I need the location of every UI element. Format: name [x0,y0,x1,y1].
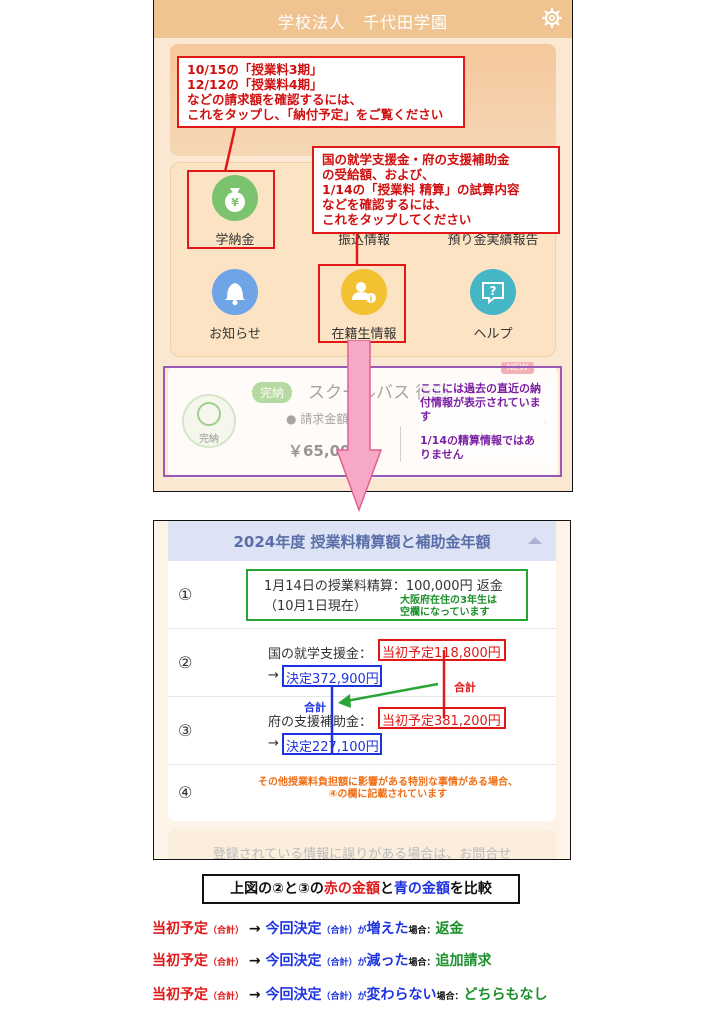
highlight-student-info-menu [318,264,406,343]
menu-item-news[interactable]: お知らせ [187,269,283,342]
menu-item-label: ヘルプ [473,327,513,342]
total-label-red: 合計 [454,681,476,694]
row-number: ① [178,585,193,604]
student-info-icon: i [341,269,387,315]
svg-text:?: ? [490,284,497,298]
annotation-latest-payment-note: ここには過去の直近の納 付情報が表示されていま す 1/14の精算情報ではあ り… [420,382,554,462]
annotation-connector [355,232,359,264]
menu-item-label: お知らせ [209,327,261,342]
compare-red-text: 赤の金額 [323,881,380,897]
highlight-initial-amount [378,639,506,661]
menu-item-label: 振込情報 [337,233,390,248]
paid-check-icon: 完納 [182,394,236,448]
orange-note: その他授業料負担額に影響がある特別な事情がある場合、 ④の欄に記載されています [258,777,518,800]
rule-line-1: 当初予定（合計） → 今回決定（合計）が増えた場合：返金 [152,921,464,937]
compare-text: を比較 [449,881,492,897]
app-header: 学校法人 千代田学園 [154,0,572,38]
highlight-settlement [246,569,528,621]
compare-blue-text: 青の金額 [393,881,450,897]
settlement-title: 2024年度 授業料精算額と補助金年額 [233,533,491,551]
green-note: 大阪府在住の3年生は 空欄になっています [400,595,497,618]
prefectural-subsidy-label: 府の支援補助金： [268,715,373,730]
settlement-header[interactable]: 2024年度 授業料精算額と補助金年額 [168,521,556,561]
settlement-row-1: ① 1月14日の授業料精算：100,000円 返金 （10月1日現在） 大阪府在… [168,561,556,629]
help-icon: ? [470,269,516,315]
info-strip: 登録されている情報に誤りがある場合は、お問合せ [168,829,556,860]
total-connectors [330,650,446,755]
money-bag-icon: ¥ [212,175,258,221]
bell-icon [212,269,258,315]
settlement-date: （10月1日現在） [264,599,367,614]
menu-item-label: 預り金実績報告 [447,233,539,248]
compare-text: 上図の②と③の [230,881,324,897]
svg-text:¥: ¥ [231,196,239,209]
annotation-connector [223,128,237,172]
arrow-text: → [268,668,279,683]
app-title: 学校法人 千代田学園 [277,13,448,32]
national-subsidy-label: 国の就学支援金： [268,647,373,662]
prefectural-initial-amount: 当初予定381,200円 [382,714,501,729]
row-number: ④ [178,783,193,802]
down-arrow-icon [336,340,382,512]
paid-status-label: 完納 [199,434,219,445]
info-strip-text: 登録されている情報に誤りがある場合は、お問合せ [212,847,512,860]
highlight-decided-amount [282,665,382,687]
divider [400,426,401,462]
row-number: ② [178,653,193,672]
svg-text:i: i [370,295,373,304]
annotation-subsidy-note: 国の就学支援金・府の支援補助金 の受給額、および、 1/14の「授業料 精算」の… [312,146,560,234]
menu-item-help[interactable]: ? ヘルプ [445,269,541,342]
highlight-initial-amount [378,707,506,729]
arrow-text: → [268,736,279,751]
national-initial-amount: 当初予定118,800円 [382,646,501,661]
national-decided-amount: 決定372,900円 [286,672,379,687]
menu-item-label: 在籍生情報 [331,327,397,342]
gear-icon[interactable] [542,8,562,28]
highlight-tuition-menu [187,170,275,249]
rule-line-2: 当初予定（合計） → 今回決定（合計）が減った場合：追加請求 [152,953,492,969]
menu-item-label: 学納金 [215,233,255,248]
status-badge: 完納 [252,382,293,403]
amount-label: ● 請求金額 [286,412,349,426]
collapse-icon[interactable] [528,537,542,544]
menu-item-tuition[interactable]: ¥ 学納金 [187,175,283,248]
settlement-row-2: ② 国の就学支援金： 当初予定118,800円 → 決定372,900円 [168,629,556,697]
compare-text: と [379,881,394,897]
row-number: ③ [178,721,193,740]
annotation-tuition-note: 10/15の「授業料3期」 12/12の「授業料4期」 などの請求額を確認するに… [177,56,465,128]
menu-item-student-info[interactable]: i 在籍生情報 [316,269,412,342]
settlement-row-4: ④ その他授業料負担額に影響がある特別な事情がある場合、 ④の欄に記載されていま… [168,765,556,821]
settlement-panel: 2024年度 授業料精算額と補助金年額 ① 1月14日の授業料精算：100,00… [168,521,556,821]
compare-heading: 上図の②と③の赤の金額と青の金額を比較 [202,874,520,904]
settlement-amount: 1月14日の授業料精算：100,000円 返金 [264,579,503,594]
payment-name: スクールバス 後期 [308,383,450,403]
rule-line-3: 当初予定（合計） → 今回決定（合計）が変わらない場合：どちらもなし [152,987,548,1003]
new-badge: NEW [500,362,534,374]
app-screenshot-bottom: 2024年度 授業料精算額と補助金年額 ① 1月14日の授業料精算：100,00… [153,520,571,860]
total-label-blue: 合計 [304,701,326,714]
